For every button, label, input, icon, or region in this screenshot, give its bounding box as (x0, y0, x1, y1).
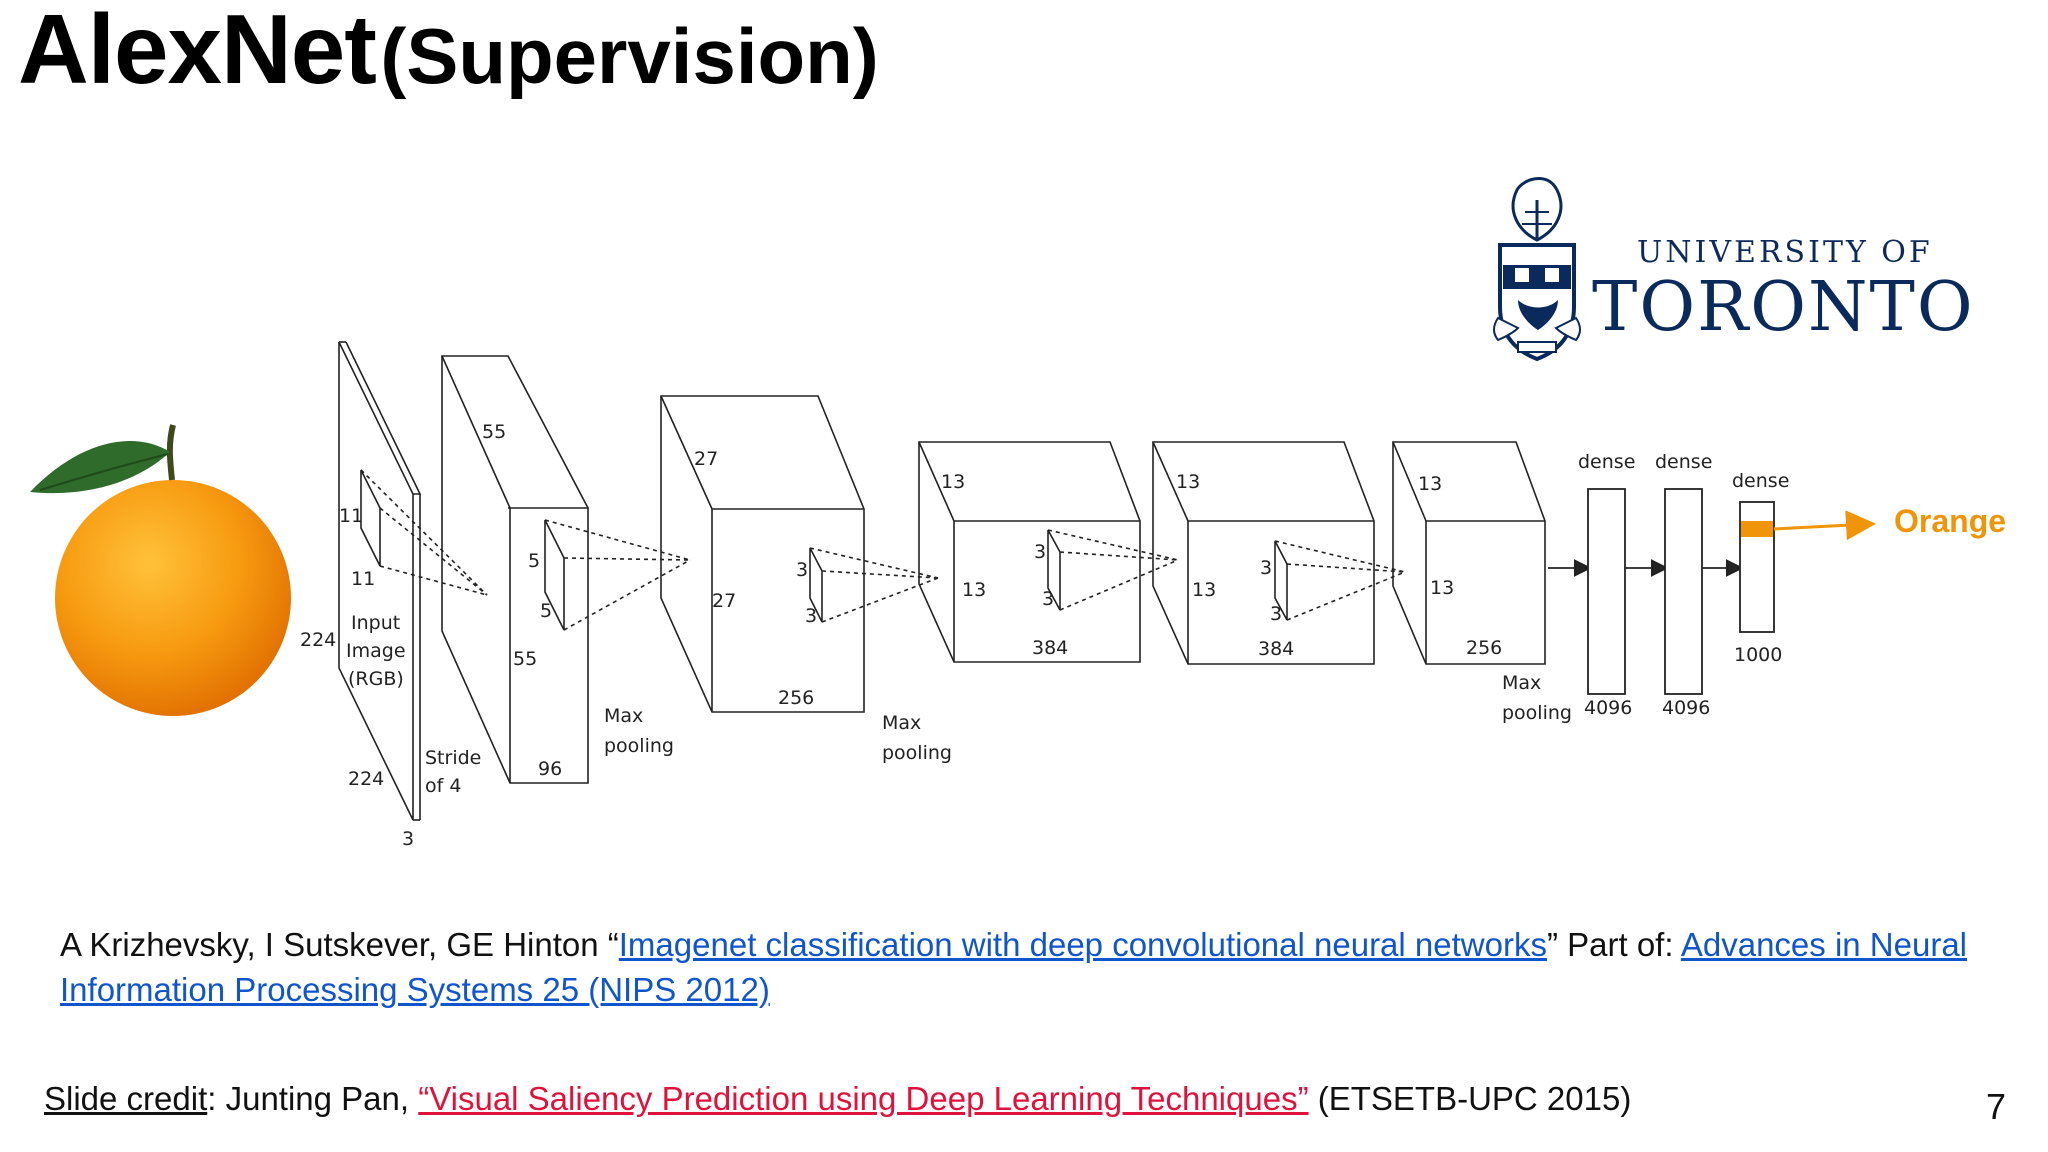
venue-link[interactable]: Advances in Neural Information Processin… (60, 926, 1968, 1008)
paper-title-link[interactable]: Imagenet classification with deep convol… (618, 926, 1547, 963)
university-of-toronto-logo: UNIVERSITY OF TORONTO (1493, 177, 1975, 362)
conv1-height-label: 55 (513, 648, 537, 670)
stride-label-2: of 4 (425, 775, 461, 797)
conv4-height-label: 13 (1192, 579, 1216, 601)
output-class-label: Orange (1894, 503, 2006, 539)
input-width-label: 224 (348, 768, 384, 790)
conv1-kernel-a: 5 (528, 550, 540, 572)
conv3-kernel-b: 3 (1042, 588, 1054, 610)
conv3-height-label: 13 (962, 579, 986, 601)
input-caption-2: Image (346, 640, 406, 662)
conv2-side-label: 27 (694, 448, 718, 470)
uoft-crest-icon (1493, 177, 1581, 362)
conv5-side-label: 13 (1418, 473, 1442, 495)
dense2-label: dense (1655, 451, 1712, 473)
input-image-block (338, 341, 488, 821)
conv4-side-label: 13 (1176, 471, 1200, 493)
pool3-label-1: Max (1502, 672, 1541, 694)
dense-layers (1548, 488, 1876, 695)
conv2-kernel-a: 3 (796, 559, 808, 581)
slide-credit-label: Slide credit (44, 1080, 208, 1117)
conv4-depth-label: 384 (1258, 638, 1294, 660)
dense1-label: dense (1578, 451, 1635, 473)
pool1-label-2: pooling (604, 735, 674, 757)
dense1-size: 4096 (1584, 697, 1632, 719)
conv3-block (918, 441, 1179, 663)
conv4-kernel-a: 3 (1260, 557, 1272, 579)
input-caption-1: Input (351, 612, 400, 634)
reference-authors: A Krizhevsky, I Sutskever, GE Hinton “ (60, 926, 619, 963)
input-depth-label: 3 (402, 828, 414, 850)
conv5-depth-label: 256 (1466, 637, 1502, 659)
conv4-block (1152, 441, 1406, 665)
title-main: AlexNet (18, 0, 377, 104)
conv4-kernel-b: 3 (1270, 603, 1282, 625)
reference-citation: A Krizhevsky, I Sutskever, GE Hinton “Im… (60, 922, 2000, 1012)
pool3-label-2: pooling (1502, 702, 1572, 724)
reference-mid: ” Part of: (1546, 926, 1681, 963)
conv3-kernel-a: 3 (1034, 541, 1046, 563)
conv1-side-label: 55 (482, 421, 506, 443)
title-sub: (Supervision) (380, 12, 879, 100)
conv1-block (441, 355, 691, 784)
conv3-side-label: 13 (941, 471, 965, 493)
credit-thesis-link[interactable]: “Visual Saliency Prediction using Deep L… (418, 1080, 1309, 1117)
slide-credit-suffix: (ETSETB-UPC 2015) (1308, 1080, 1632, 1117)
pool1-label-1: Max (604, 705, 643, 727)
slide-credit-text: : Junting Pan, (207, 1080, 419, 1117)
conv5-height-label: 13 (1430, 577, 1454, 599)
conv2-height-label: 27 (712, 590, 736, 612)
input-kernel-b: 11 (351, 568, 375, 590)
input-kernel-a: 11 (339, 505, 363, 527)
dense2-size: 4096 (1662, 697, 1710, 719)
pool2-label-2: pooling (882, 742, 952, 764)
conv1-kernel-b: 5 (540, 600, 552, 622)
uoft-line1: UNIVERSITY OF (1637, 235, 1933, 270)
conv3-depth-label: 384 (1032, 637, 1068, 659)
dense3-size: 1000 (1734, 644, 1782, 666)
conv2-depth-label: 256 (778, 687, 814, 709)
slide-credit: Slide credit: Junting Pan, “Visual Salie… (44, 1076, 1631, 1121)
slide-title: AlexNet (Supervision) (18, 0, 879, 98)
page-number: 7 (1986, 1086, 2007, 1127)
orange-fruit-image (30, 424, 291, 716)
conv1-depth-label: 96 (538, 758, 562, 780)
conv2-block (660, 395, 939, 713)
input-caption-3: (RGB) (348, 668, 404, 690)
conv5-block (1392, 441, 1546, 665)
uoft-line2: TORONTO (1592, 268, 1975, 347)
dense3-label: dense (1732, 470, 1789, 492)
stride-label-1: Stride (425, 747, 481, 769)
input-height-label: 224 (300, 629, 336, 651)
conv2-kernel-b: 3 (805, 605, 817, 627)
pool2-label-1: Max (882, 712, 921, 734)
